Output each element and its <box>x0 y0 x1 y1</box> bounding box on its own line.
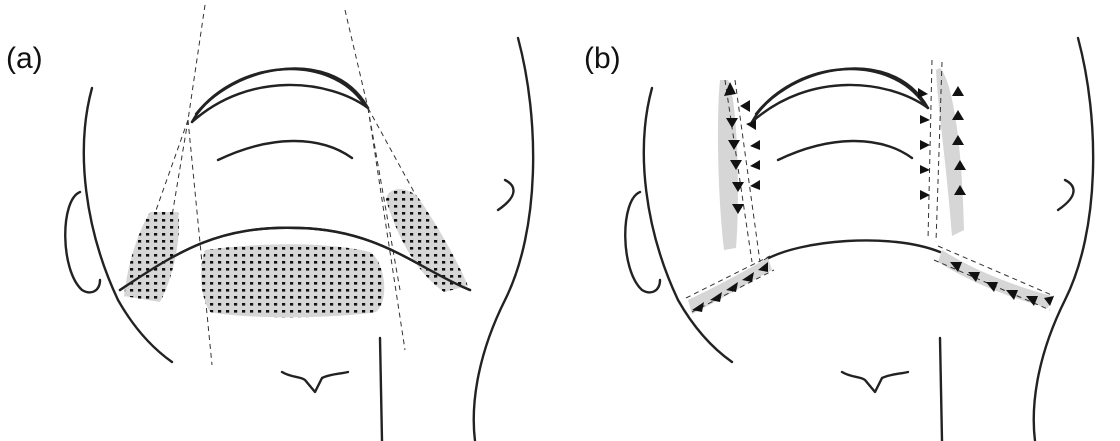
panel-label-b: (b) <box>584 42 621 76</box>
panel-a: (a) <box>0 0 560 441</box>
panel-b: (b) <box>560 0 1120 441</box>
panel-label-a: (a) <box>6 42 43 76</box>
